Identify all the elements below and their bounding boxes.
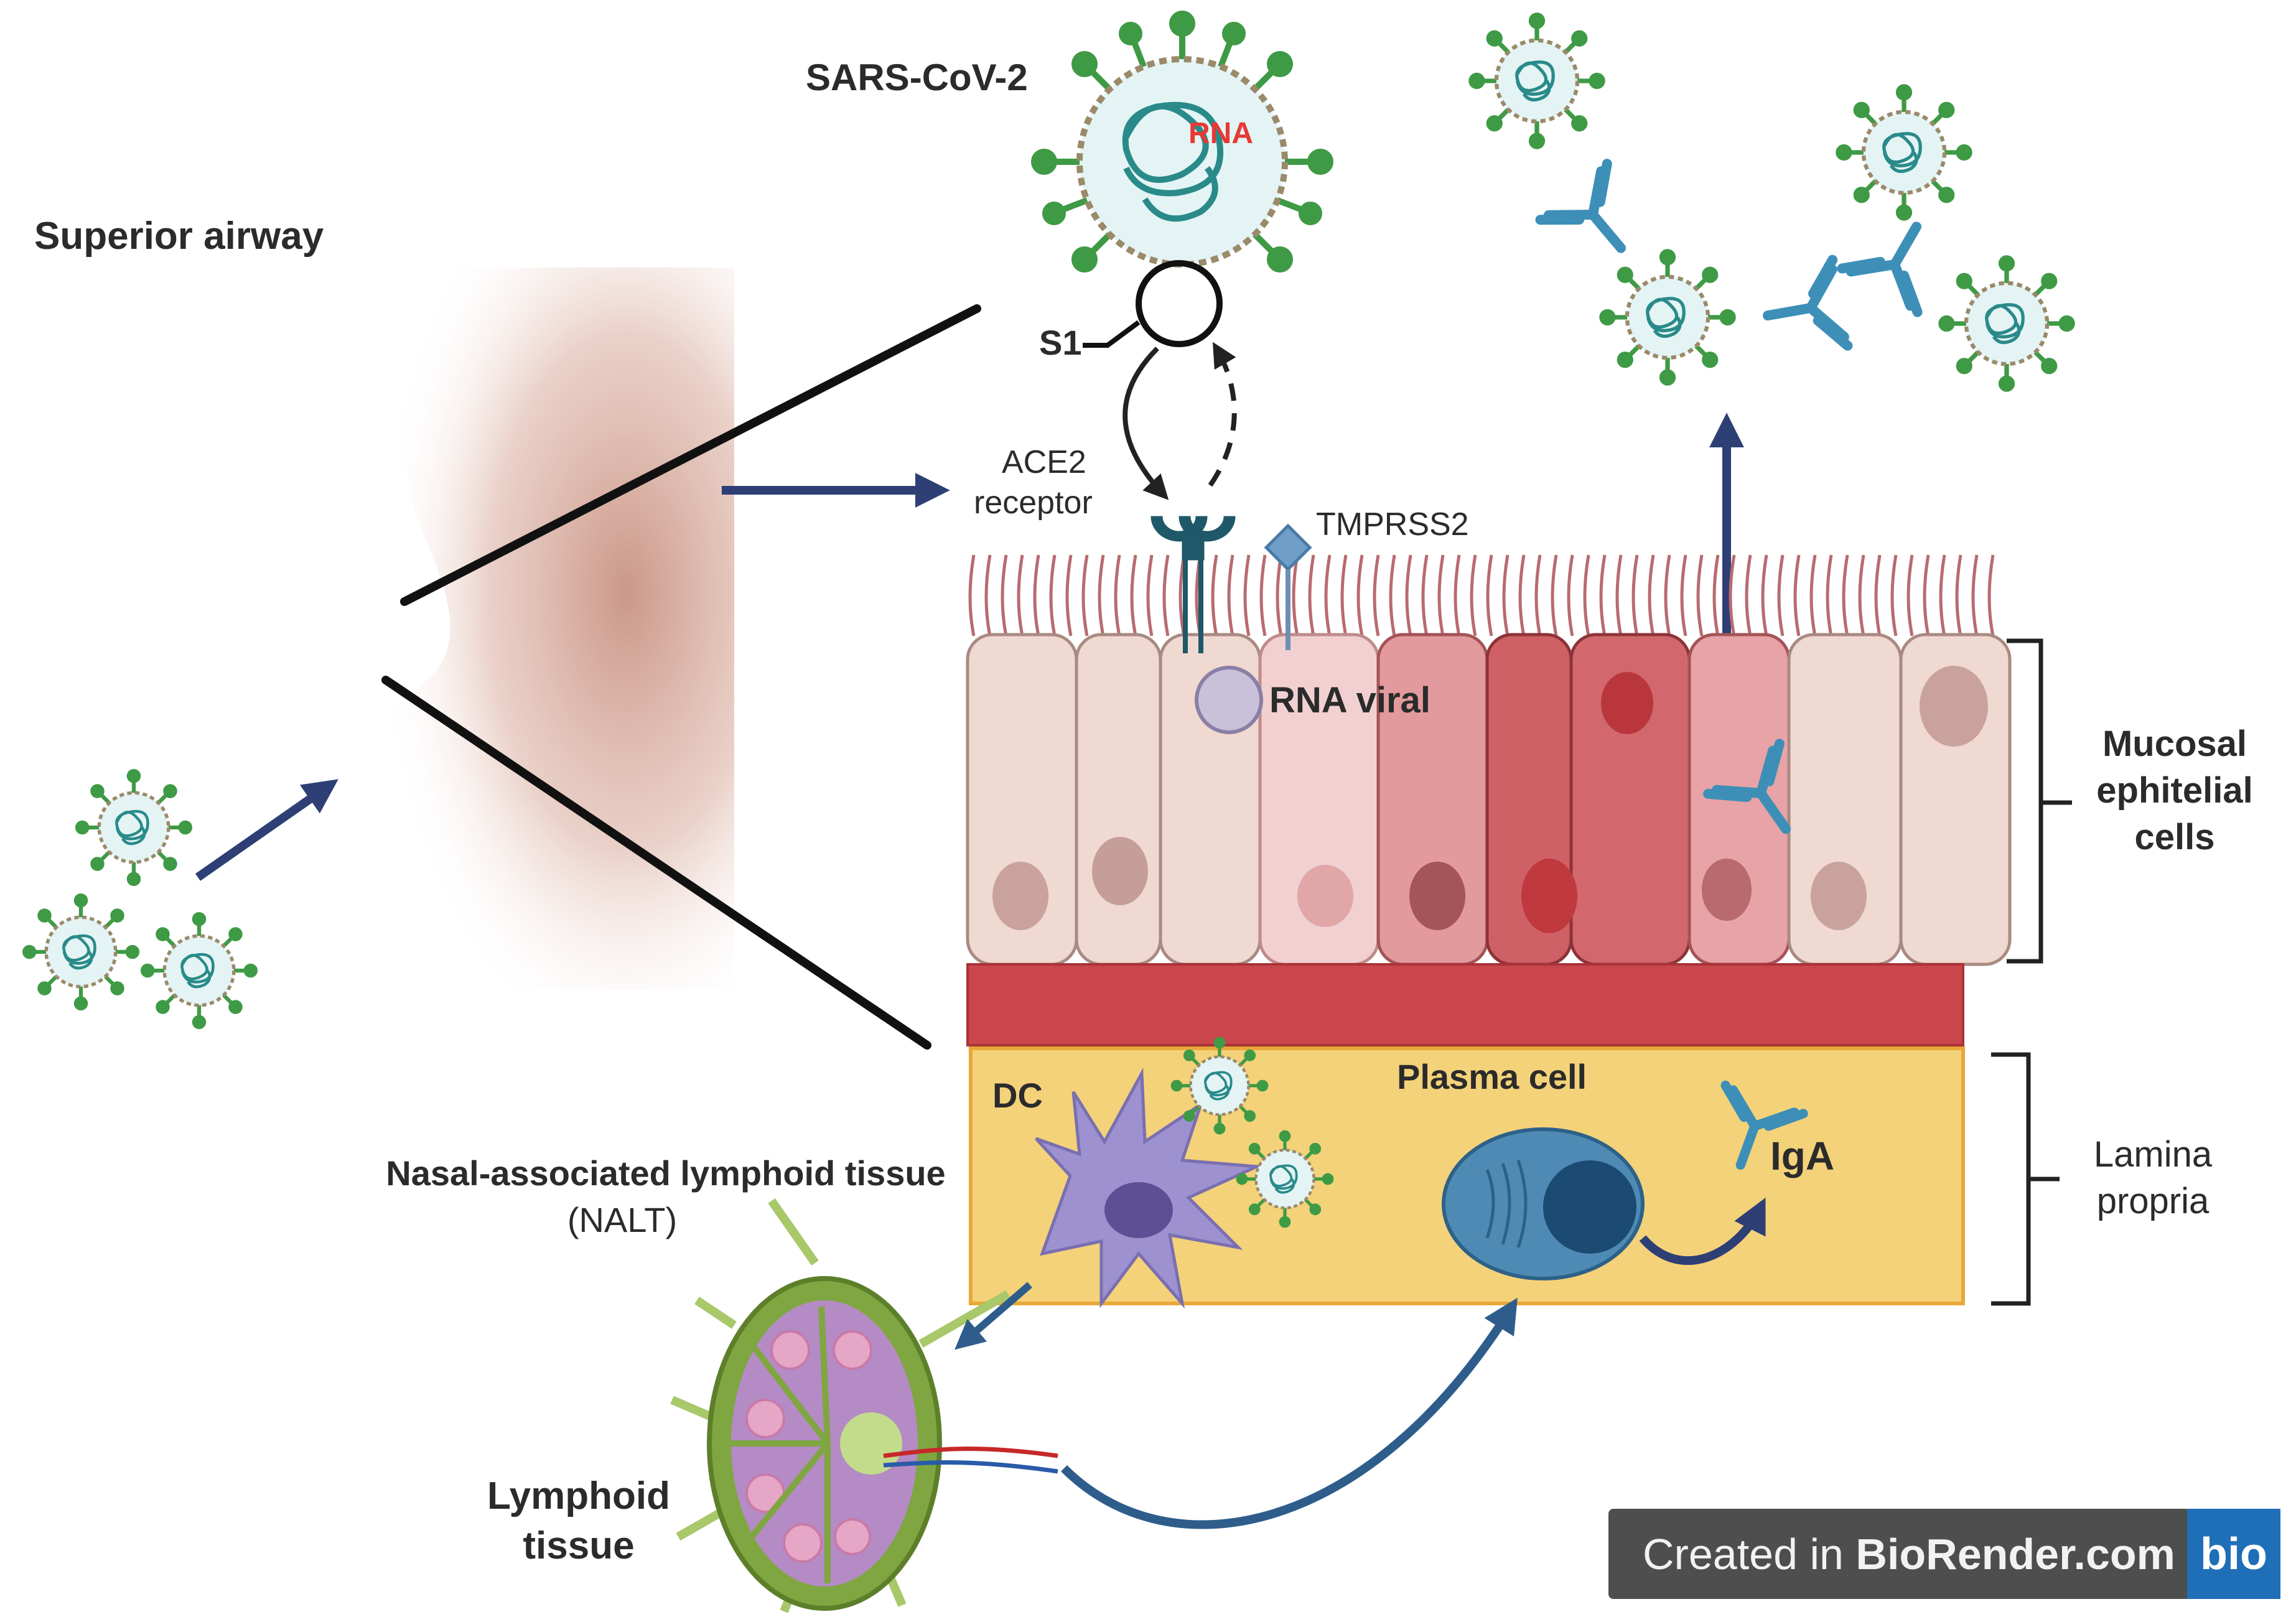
- badge-brand: BioRender.com: [1855, 1529, 2175, 1578]
- plasma-cell-label: Plasma cell: [1397, 1057, 1587, 1096]
- dashed-return-arrow: [1208, 342, 1237, 487]
- dendritic-cell: [1035, 1067, 1263, 1309]
- plasma-cell: [1442, 1127, 1645, 1280]
- sars-cov-2-label: SARS-CoV-2: [806, 57, 1028, 98]
- cilia: [968, 554, 1995, 636]
- sars-cov-2-virion: [1031, 11, 1333, 273]
- biorender-badge: Created in BioRender.com bio: [1608, 1509, 2280, 1599]
- zoom-lines: [381, 304, 981, 1050]
- neutralized-virus-complex: [1471, 15, 2073, 389]
- nalt-to-plasma-arrow: [1061, 1297, 1518, 1529]
- badge-text: Created in BioRender.com: [1608, 1529, 2175, 1579]
- lymphoid-label-line2: tissue: [523, 1524, 634, 1567]
- rna-viral-label: RNA viral: [1269, 680, 1430, 720]
- plasma-to-iga-arrow: [1639, 1197, 1766, 1265]
- dc-virus-1: [1172, 1038, 1267, 1133]
- s1-label: S1: [1039, 323, 1082, 362]
- s1-binding-circle: [1136, 260, 1223, 347]
- s1-pointer: [1083, 320, 1141, 348]
- nalt-lymphoid-tissue: [670, 1198, 1058, 1613]
- binding-arrow: [1122, 347, 1169, 500]
- basement-membrane: [966, 963, 1964, 1046]
- ace2-receptor: [1150, 516, 1236, 653]
- ace2-label-line1: ACE2: [1002, 444, 1086, 480]
- tmprss2-label: TMPRSS2: [1316, 506, 1469, 543]
- ace2-label-line2: receptor: [974, 485, 1093, 521]
- mucosal-label-line1: Mucosal: [2102, 724, 2247, 764]
- mucosal-label-line2: ephitelial: [2096, 770, 2252, 811]
- lamina-label-line1: Lamina: [2094, 1134, 2213, 1175]
- dc-virus-2: [1238, 1132, 1332, 1226]
- mucosal-bracket: [2007, 638, 2072, 964]
- dc-label: DC: [992, 1076, 1043, 1115]
- biorender-logo: bio: [2187, 1509, 2280, 1599]
- lymphoid-label-line1: Lymphoid: [487, 1475, 670, 1517]
- lamina-label-line2: propria: [2097, 1181, 2210, 1221]
- rna-label: RNA: [1188, 117, 1253, 150]
- rna-viral-particle: [1195, 666, 1263, 734]
- nalt-label-line2: (NALT): [567, 1200, 677, 1239]
- dc-to-nalt-arrow: [954, 1282, 1032, 1350]
- iga-label: IgA: [1770, 1134, 1834, 1178]
- inhaled-viruses: [24, 771, 256, 1027]
- nalt-label-line1: Nasal-associated lymphoid tissue: [386, 1154, 945, 1193]
- tmprss2-protease: [1264, 523, 1312, 650]
- badge-prefix: Created in: [1643, 1529, 1856, 1578]
- lamina-bracket: [1991, 1052, 2060, 1306]
- mucosal-epithelial-cells: [966, 633, 2012, 966]
- mucosal-label-line3: cells: [2135, 817, 2215, 857]
- face-profile: [348, 268, 734, 989]
- superior-airway-label: Superior airway: [34, 215, 324, 258]
